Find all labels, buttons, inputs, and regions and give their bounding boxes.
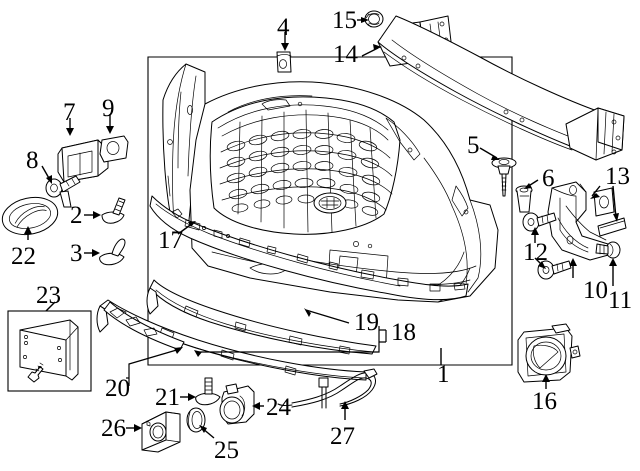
bolt-12 (522, 212, 572, 280)
bracket-clip-9 (99, 114, 129, 163)
license-bracket-frame (7, 301, 92, 392)
callout-12: 12 (523, 239, 548, 266)
callout-14: 14 (333, 41, 358, 68)
lower-deflector (96, 299, 387, 381)
callout-9: 9 (102, 95, 115, 122)
callout-22: 22 (11, 243, 36, 270)
callout-16: 16 (532, 388, 557, 415)
push-pin-21 (180, 377, 221, 406)
callout-1: 1 (437, 361, 450, 388)
callout-21: 21 (155, 384, 180, 411)
callout-19: 19 (354, 309, 379, 336)
upper-valance-trim (149, 195, 469, 301)
callout-26: 26 (101, 415, 126, 442)
callout-4: 4 (277, 14, 290, 41)
callout-8: 8 (26, 147, 39, 174)
lower-grille-molding (103, 301, 185, 386)
park-sensor-24 (219, 383, 264, 425)
callout-24: 24 (266, 394, 291, 421)
sensor-ring-25 (186, 407, 215, 439)
wiring-harness (277, 368, 378, 420)
callout-15: 15 (332, 7, 357, 34)
bolt-11 (595, 241, 621, 286)
spacer-pad-13 (590, 185, 627, 237)
callout-6: 6 (542, 165, 555, 192)
callout-17: 17 (158, 227, 183, 254)
callout-18: 18 (391, 319, 416, 346)
grille-emblem (313, 192, 347, 214)
retainer-clip-8 (41, 165, 81, 208)
tow-hook-cover-7 (57, 118, 109, 183)
callout-27: 27 (330, 423, 355, 450)
bumper-bracket-10 (547, 181, 613, 278)
callout-11: 11 (608, 287, 633, 314)
callout-3: 3 (70, 240, 83, 267)
callout-2: 2 (70, 202, 83, 229)
oval-emblem-22 (1, 196, 59, 240)
callout-10: 10 (583, 277, 608, 304)
push-pin-3 (84, 238, 126, 266)
impact-bar (361, 15, 625, 161)
callout-25: 25 (214, 437, 239, 464)
sensor-bracket-26 (126, 411, 181, 453)
fog-lamp-bezel-16 (517, 323, 581, 389)
screw-2 (84, 197, 126, 224)
callout-23: 23 (36, 282, 61, 309)
nut-15 (357, 10, 384, 28)
callout-7: 7 (63, 99, 76, 126)
callout-13: 13 (605, 163, 630, 190)
lower-spoiler (146, 279, 377, 355)
bumper-cover-body (162, 63, 499, 303)
callout-20: 20 (105, 375, 130, 402)
callout-5: 5 (467, 132, 480, 159)
grommet-6 (515, 179, 539, 213)
clip-nut-4 (276, 32, 292, 73)
bolt-5 (479, 147, 517, 197)
